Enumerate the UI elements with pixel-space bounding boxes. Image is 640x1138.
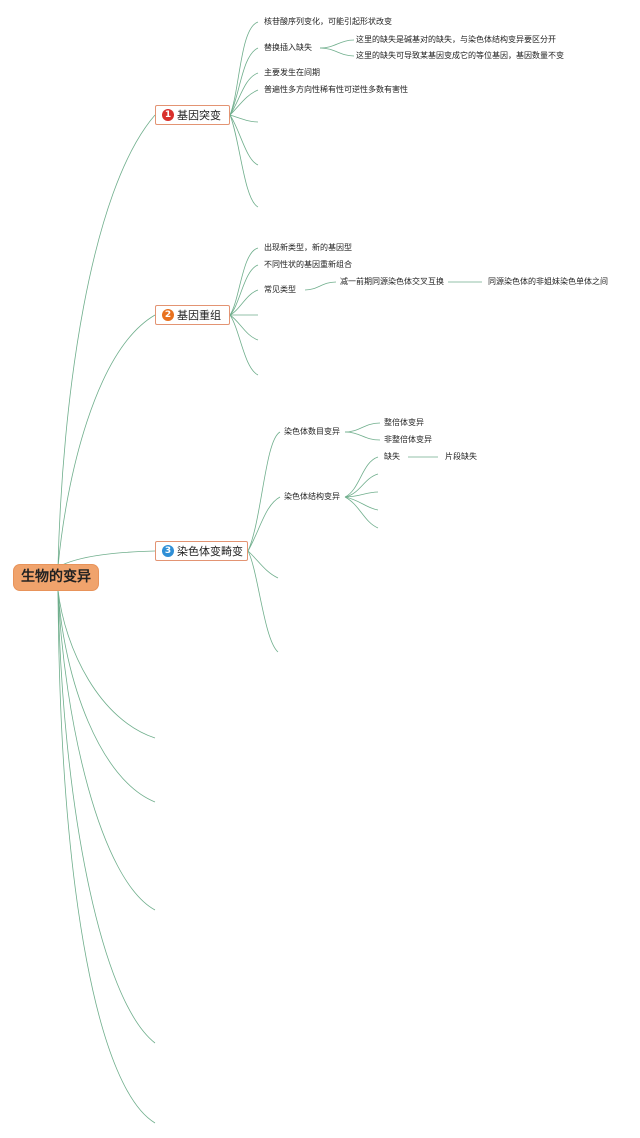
link-b3-n <box>247 431 281 552</box>
link-b1-empty-a <box>229 114 259 123</box>
link-b1-i3 <box>229 72 259 116</box>
link-root-b1 <box>57 114 156 568</box>
link-b3-s <box>247 496 281 552</box>
b1-item-interphase: 主要发生在间期 <box>264 68 320 77</box>
number-badge: 2 <box>162 309 174 321</box>
link-b1-i1 <box>229 21 259 116</box>
link-b3-s-empty-b <box>344 491 379 498</box>
link-b3-s-empty-a <box>344 473 379 498</box>
b3-item-structure-variation: 染色体结构变异 <box>284 492 340 501</box>
branch-gene-mutation[interactable]: 1 基因突变 <box>155 105 230 125</box>
link-b2-i3 <box>229 289 259 316</box>
b1-item-substitution: 替换插入缺失 <box>264 43 312 52</box>
link-b2-i1 <box>229 247 259 316</box>
b1-item-deletion-note-a: 这里的缺失是碱基对的缺失，与染色体结构变异要区分开 <box>356 35 556 44</box>
link-b3-empty-b <box>247 550 279 653</box>
b3-item-fragment-deletion: 片段缺失 <box>445 452 477 461</box>
link-b1-i2 <box>229 47 259 116</box>
number-badge: 3 <box>162 545 174 557</box>
link-b1-empty-c <box>229 114 259 208</box>
link-b2-empty-c <box>229 314 259 376</box>
b2-item-common-types: 常见类型 <box>264 285 296 294</box>
root-node[interactable]: 生物的变异 <box>14 565 98 590</box>
link-b2-empty-b <box>229 314 259 341</box>
link-b1-empty-b <box>229 114 259 166</box>
link-b1-i2-b <box>319 47 355 57</box>
link-root-empty-3 <box>57 589 156 911</box>
branch-chromosome-aberration[interactable]: 3 染色体变畸变 <box>155 541 248 561</box>
branch-gene-recombination[interactable]: 2 基因重组 <box>155 305 230 325</box>
link-root-b2 <box>57 314 156 568</box>
b2-item-new-types: 出现新类型，新的基因型 <box>264 243 352 252</box>
b3-item-number-variation: 染色体数目变异 <box>284 427 340 436</box>
branch-label: 染色体变畸变 <box>177 545 243 558</box>
branch-label: 基因重组 <box>177 309 221 322</box>
b1-item-deletion-note-b: 这里的缺失可导致某基因变成它的等位基因，基因数量不变 <box>356 51 564 60</box>
link-b3-s1 <box>344 456 379 498</box>
link-b1-i4 <box>229 89 259 116</box>
link-b2-i2 <box>229 264 259 316</box>
branch-label: 基因突变 <box>177 109 221 122</box>
b1-item-sequence-change: 核苷酸序列变化，可能引起形状改变 <box>264 17 392 26</box>
link-b3-s-empty-d <box>344 496 379 529</box>
b2-item-crossing-over: 减一前期同源染色体交叉互换 <box>340 277 444 286</box>
b3-item-deletion: 缺失 <box>384 452 400 461</box>
b2-item-recombine: 不同性状的基因重新组合 <box>264 260 352 269</box>
link-root-b3 <box>57 550 156 568</box>
link-b1-i2-a <box>319 39 355 49</box>
b3-item-aneuploidy: 非整倍体变异 <box>384 435 432 444</box>
b3-item-euploidy: 整倍体变异 <box>384 418 424 427</box>
b2-item-non-sister: 同源染色体的非姐妹染色单体之间 <box>488 277 608 286</box>
link-b3-empty-a <box>247 550 279 579</box>
link-b3-n1 <box>344 422 381 433</box>
link-root-empty-5 <box>57 589 156 1124</box>
link-b2-i3-a <box>304 281 337 291</box>
b1-item-properties: 普遍性多方向性稀有性可逆性多数有害性 <box>264 85 408 94</box>
number-badge: 1 <box>162 109 174 121</box>
link-b3-n2 <box>344 431 381 441</box>
link-b3-s-empty-c <box>344 496 379 511</box>
link-root-empty-2 <box>57 589 156 803</box>
link-root-empty-4 <box>57 589 156 1044</box>
link-root-empty-1 <box>57 589 156 739</box>
